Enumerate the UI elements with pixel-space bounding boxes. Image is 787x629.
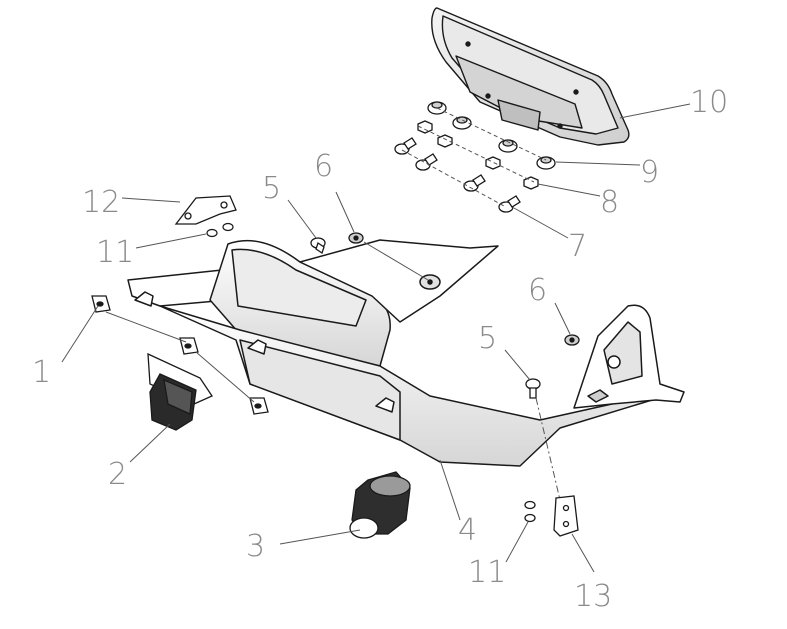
callout-9: 9 xyxy=(640,155,659,190)
callout-7: 7 xyxy=(568,229,587,264)
callout-11a: 11 xyxy=(96,235,134,270)
callout-5a: 5 xyxy=(262,171,281,206)
callout-5b: 5 xyxy=(478,321,497,356)
bracket-12 xyxy=(174,195,237,225)
bracket-13 xyxy=(524,495,579,537)
relay-part-2 xyxy=(147,352,213,431)
socket-part-3 xyxy=(349,471,411,539)
callout-11b: 11 xyxy=(468,555,506,590)
small-screws-upper xyxy=(206,222,234,238)
callout-6a: 6 xyxy=(314,149,333,184)
callout-2: 2 xyxy=(108,457,127,492)
callout-3: 3 xyxy=(246,529,265,564)
screws xyxy=(310,232,580,399)
callout-8: 8 xyxy=(600,185,619,220)
fender-body xyxy=(127,239,685,467)
plate-panel xyxy=(431,7,630,146)
callout-labels: 1 2 3 4 5 5 6 6 7 8 9 10 11 11 12 13 xyxy=(32,85,728,614)
callout-4: 4 xyxy=(458,513,477,548)
callout-12: 12 xyxy=(82,185,120,220)
callout-13: 13 xyxy=(574,579,612,614)
nuts xyxy=(417,120,539,190)
leader-lines xyxy=(61,103,691,573)
callout-10: 10 xyxy=(690,85,728,120)
callout-1: 1 xyxy=(32,355,51,390)
callout-6b: 6 xyxy=(528,273,547,308)
